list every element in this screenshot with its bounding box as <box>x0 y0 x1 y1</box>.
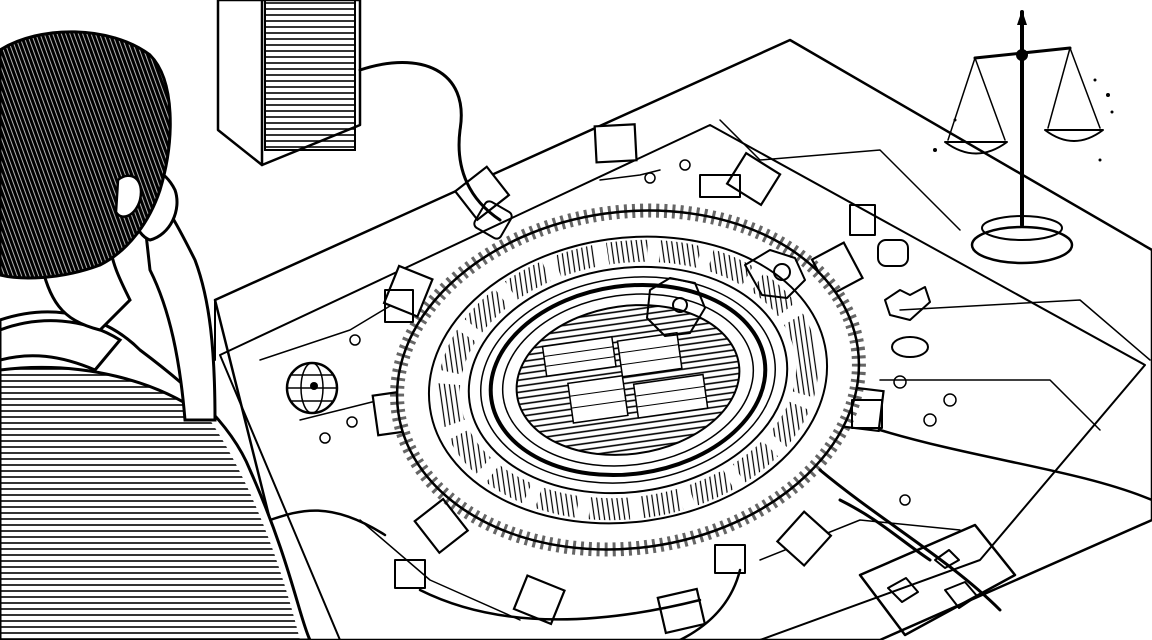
cables <box>268 428 1152 640</box>
mechanical-claw <box>384 174 931 589</box>
desk-surface <box>213 38 1152 640</box>
balance-scale-icon <box>944 10 1104 265</box>
globe-icon <box>285 361 339 415</box>
foot-pedal <box>818 468 1017 637</box>
wall-vent <box>216 0 513 240</box>
ink-specks <box>933 78 1114 162</box>
circular-gear-device <box>371 123 885 635</box>
person-icon <box>0 30 312 640</box>
